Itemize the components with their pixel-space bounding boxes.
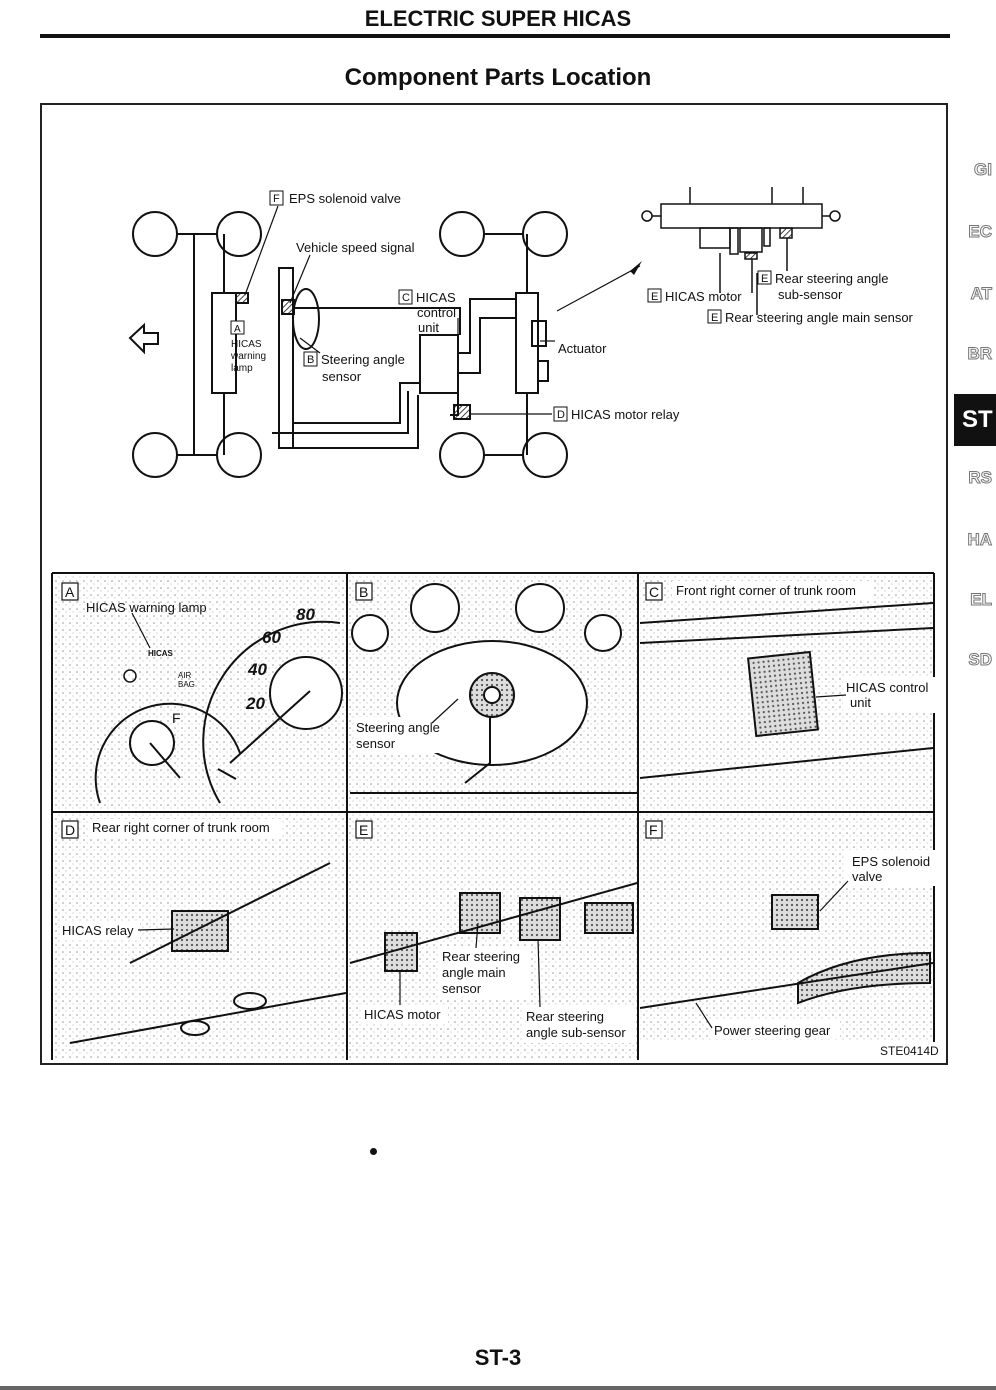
panel-d-title: Rear right corner of trunk room [92, 820, 270, 835]
tab-rs[interactable]: RS [968, 468, 993, 488]
tab-at[interactable]: AT [970, 284, 992, 304]
panel-b-key: B [359, 584, 368, 600]
panel-f-eps-1: EPS solenoid [852, 854, 930, 869]
gauge-label-80: 80 [296, 605, 315, 624]
gauge-label-20: 20 [245, 694, 265, 713]
panel-b: B Steering angle sensor [349, 575, 637, 811]
rear-main-sensor-key: E [711, 312, 718, 324]
hicas-control-unit-box [419, 334, 459, 394]
control-unit-label-2: control [417, 305, 456, 320]
control-unit-label-1: HICAS [416, 290, 456, 305]
header-rule [40, 34, 950, 38]
panel-c: C Front right corner of trunk room HICAS… [639, 575, 937, 811]
panel-a-lamp-text: HICAS [148, 649, 174, 658]
tab-sd[interactable]: SD [968, 650, 993, 670]
fuel-gauge-label: F [172, 710, 181, 726]
tab-gi[interactable]: GI [974, 160, 993, 180]
panel-a-key: A [65, 584, 75, 600]
rear-main-sensor-label: Rear steering angle main sensor [725, 310, 914, 325]
panel-d-key: D [65, 822, 75, 838]
hicas-warning-lamp-label-2: warning [230, 351, 266, 362]
panel-a-airbag-1: AIR [178, 671, 192, 680]
panel-e-main-3: sensor [442, 981, 482, 996]
page-bottom-rule [0, 1386, 996, 1390]
panel-d-callout: HICAS relay [62, 923, 134, 938]
panel-e-key: E [359, 822, 368, 838]
figure-frame [40, 103, 948, 1065]
panel-e-sub-1: Rear steering [526, 1009, 604, 1024]
panel-e-motor: HICAS motor [364, 1007, 441, 1022]
component-location-figure: F EPS solenoid valve Vehicle speed signa… [51, 187, 939, 1060]
wheel-front-left [132, 211, 178, 257]
rear-sub-sensor-label-1: Rear steering angle [775, 271, 888, 286]
hicas-warning-lamp-key: A [234, 324, 241, 335]
tab-ec[interactable]: EC [968, 222, 993, 242]
panel-a-airbag-2: BAG [178, 680, 195, 689]
tab-ha[interactable]: HA [967, 530, 993, 550]
panel-e-main-2: angle main [442, 965, 506, 980]
panel-f-eps-2: valve [852, 869, 882, 884]
eps-solenoid-label: EPS solenoid valve [289, 191, 401, 206]
hicas-warning-lamp-label-3: lamp [231, 363, 253, 374]
panel-c-callout-1: HICAS control [846, 680, 928, 695]
actuator-label: Actuator [558, 341, 607, 356]
panel-f-key: F [649, 822, 658, 838]
panel-e: E Rear steering angle main sensor HICAS … [349, 814, 638, 1059]
gauge-label-40: 40 [247, 660, 267, 679]
wheel-rear-left [132, 432, 178, 478]
actuator-rack [515, 292, 539, 394]
vehicle-schematic [128, 211, 568, 478]
panel-a: A HICAS warning lamp HICAS AIR BAG 80 60… [54, 575, 346, 811]
actuator-detail [641, 187, 841, 315]
tab-st[interactable]: ST [954, 394, 996, 446]
wheel-2-rear-left [439, 432, 485, 478]
wheel-2-front-right [522, 211, 568, 257]
panel-c-key: C [649, 584, 659, 600]
front-direction-arrow [128, 322, 159, 355]
hicas-motor-label: HICAS motor [665, 289, 742, 304]
hicas-warning-lamp-label-1: HICAS [231, 339, 262, 350]
control-unit-label-3: unit [418, 320, 439, 335]
motor-relay-label: HICAS motor relay [571, 407, 680, 422]
panel-f: F EPS solenoid valve Power steering gear [639, 814, 936, 1042]
panel-e-sub-2: angle sub-sensor [526, 1025, 626, 1040]
panel-c-title: Front right corner of trunk room [676, 583, 856, 598]
steering-sensor-label-1: Steering angle [321, 352, 405, 367]
panel-e-main-1: Rear steering [442, 949, 520, 964]
section-title: Component Parts Location [344, 64, 652, 91]
panel-a-callout: HICAS warning lamp [86, 600, 207, 615]
header-title: ELECTRIC SUPER HICAS [364, 6, 632, 31]
motor-relay-key: D [557, 409, 565, 421]
vehicle-speed-signal-label: Vehicle speed signal [296, 240, 415, 255]
wheel-2-front-left [439, 211, 485, 257]
figure-code: STE0414D [880, 1044, 939, 1058]
steering-sensor-label-2: sensor [322, 369, 362, 384]
hicas-motor-key: E [651, 291, 658, 303]
steering-sensor-key: B [307, 354, 314, 366]
gauge-label-60: 60 [262, 628, 281, 647]
tab-br[interactable]: BR [967, 344, 993, 364]
panel-c-callout-2: unit [850, 695, 871, 710]
wheel-2-rear-right [522, 432, 568, 478]
print-speck [370, 1148, 377, 1155]
panel-grid [51, 572, 935, 1060]
panel-b-callout-2: sensor [356, 736, 396, 751]
control-unit-key: C [402, 292, 410, 304]
panel-b-callout-1: Steering angle [356, 720, 440, 735]
rear-sub-sensor-key: E [761, 273, 768, 285]
steering-wheel [292, 288, 320, 350]
page-number: ST-3 [474, 1345, 522, 1370]
panel-f-gear: Power steering gear [714, 1023, 831, 1038]
panel-d: D Rear right corner of trunk room HICAS … [54, 814, 347, 1059]
rear-sub-sensor-label-2: sub-sensor [778, 287, 843, 302]
eps-solenoid-key: F [273, 193, 280, 205]
tab-el[interactable]: EL [970, 590, 993, 610]
